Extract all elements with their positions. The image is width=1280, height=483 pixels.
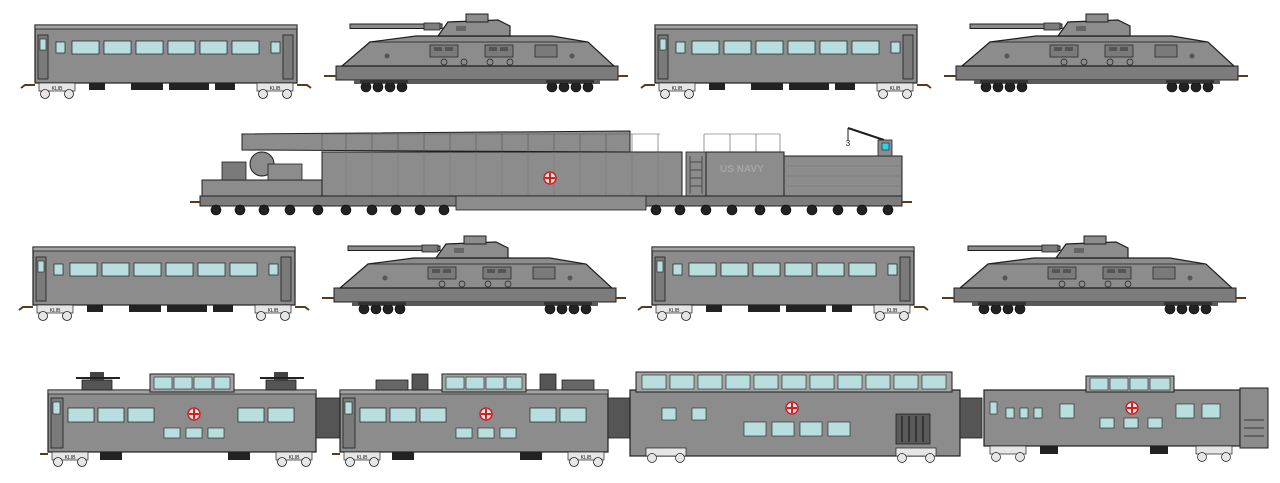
row-3	[18, 235, 1247, 322]
aa-gun-mount	[260, 372, 304, 391]
tank-turret-car	[941, 235, 1247, 315]
railway-gun: US NAVY 3	[190, 127, 912, 216]
aa-gun-mount	[76, 372, 120, 391]
row-4	[39, 371, 1269, 468]
tank-turret-car	[321, 235, 627, 315]
aa-dome-car	[331, 373, 609, 468]
aa-dome-car	[39, 372, 317, 468]
tank-turret-car	[943, 13, 1249, 93]
svg-text:3: 3	[846, 139, 851, 148]
passenger-coach	[18, 246, 310, 322]
passenger-coach	[637, 246, 929, 322]
row-1	[20, 13, 1249, 100]
railway-gun-marking: US NAVY	[720, 164, 764, 175]
tank-turret-car	[323, 13, 629, 93]
observation-car	[983, 375, 1269, 462]
passenger-coach	[640, 24, 932, 100]
command-dome-car	[629, 371, 961, 463]
passenger-coach	[20, 24, 312, 100]
